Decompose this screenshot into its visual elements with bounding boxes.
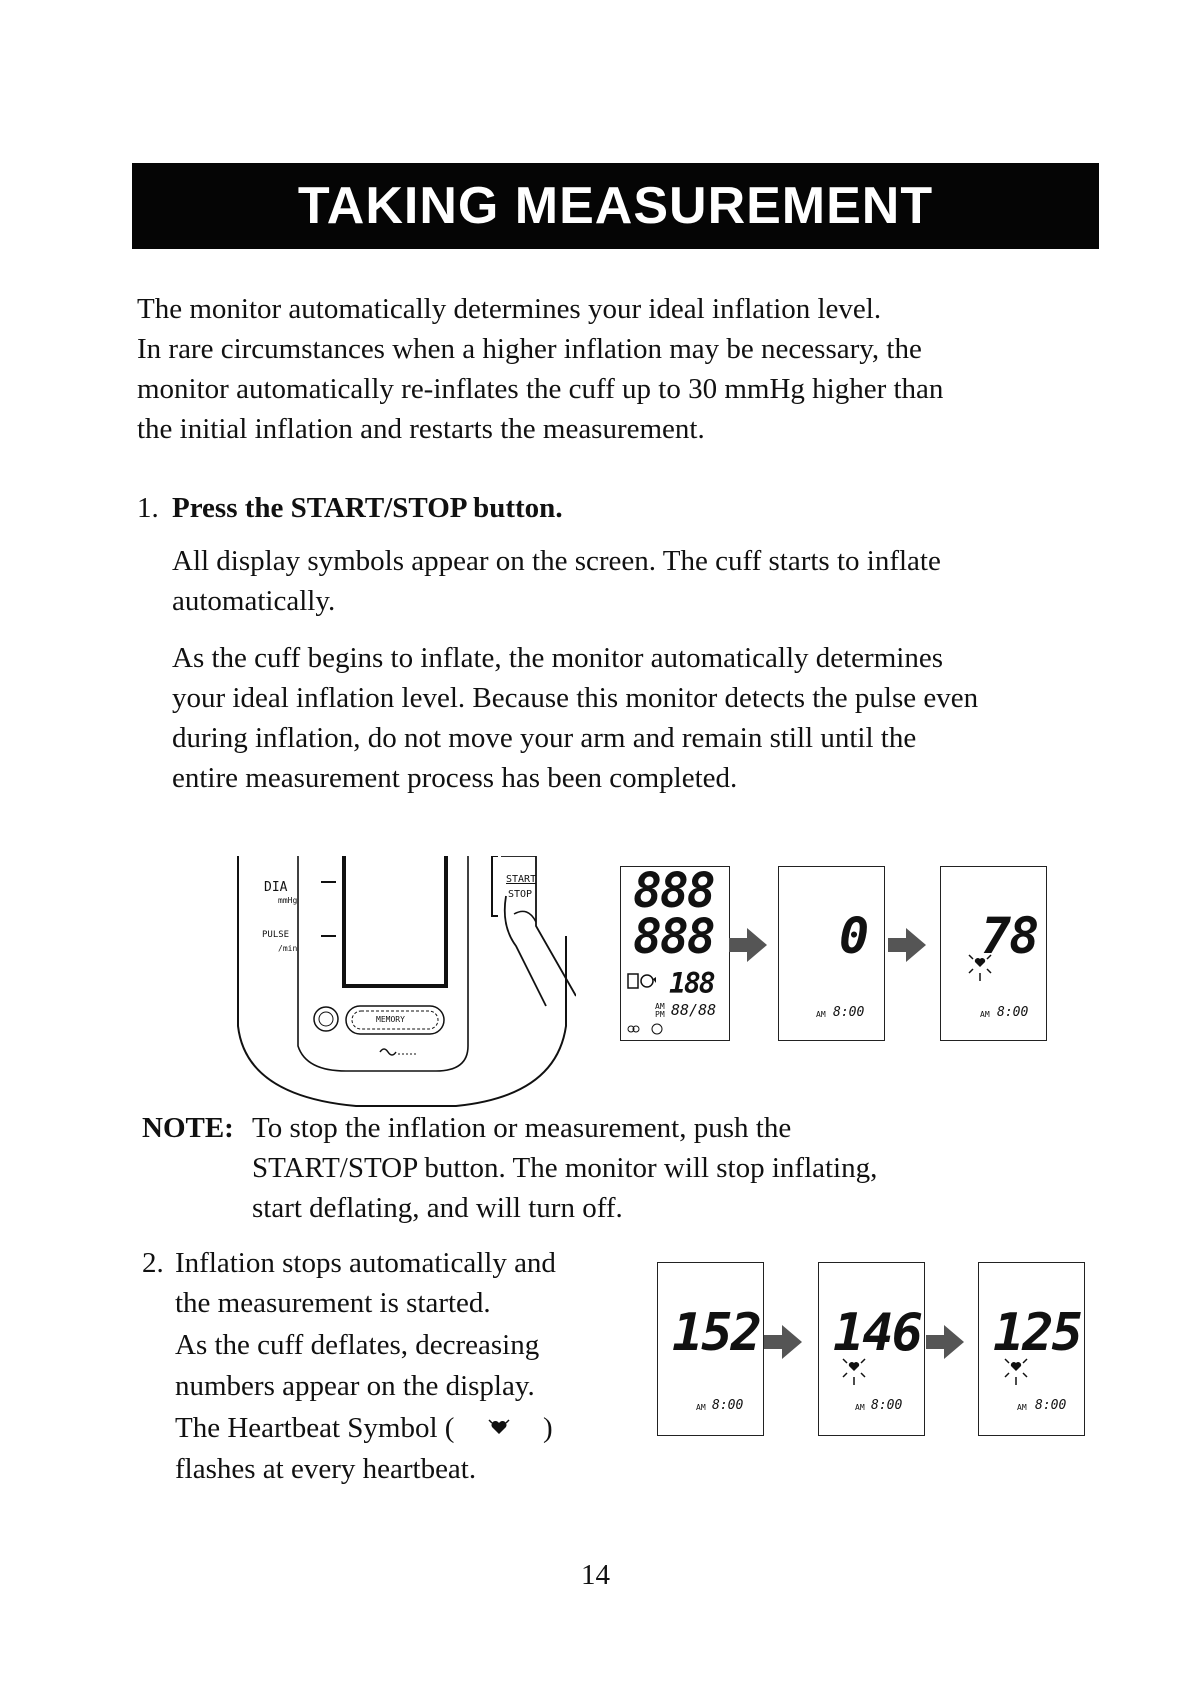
step1-text: your ideal inflation level. Because this… (172, 682, 979, 714)
intro-line: monitor automatically re-inflates the cu… (137, 373, 944, 405)
step2-text: The Heartbeat Symbol ( (175, 1412, 455, 1444)
stop-label: STOP (508, 889, 533, 900)
step1-text: All display symbols appear on the screen… (172, 545, 941, 577)
arrow-right-icon (764, 1325, 804, 1364)
per-min-label: /min (278, 944, 298, 953)
lcd-dia-digits: 888 (633, 909, 716, 965)
step2-text: numbers appear on the display. (175, 1370, 535, 1402)
lcd-am: AM (1017, 1403, 1027, 1412)
lcd-am: AM (855, 1403, 865, 1412)
step2-text: flashes at every heartbeat. (175, 1453, 477, 1485)
lcd-pulse-digits: 188 (669, 967, 716, 1000)
heartbeat-icon (1003, 1357, 1029, 1387)
step2-text: the measurement is started. (175, 1287, 491, 1319)
lcd-125: 125 AM 8:00 (978, 1262, 1085, 1436)
heartbeat-icon (841, 1357, 867, 1387)
step1-text: entire measurement process has been comp… (172, 762, 738, 794)
lcd-sys-digits: 888 (633, 863, 716, 919)
intro-line: The monitor automatically determines you… (137, 293, 882, 325)
lcd-all-symbols: 888 888 188 AM PM 88/88 (620, 863, 730, 1041)
lcd-am: AM (980, 1010, 990, 1019)
step2-text: ) (543, 1412, 553, 1444)
intro-line: the initial inflation and restarts the m… (137, 413, 705, 445)
lcd-146: 146 AM 8:00 (818, 1262, 925, 1436)
lcd-time: 8:00 (871, 1398, 903, 1413)
dia-label: DIA (264, 880, 288, 895)
step1-text: during inflation, do not move your arm a… (172, 722, 917, 754)
step1-number: 1. (137, 492, 159, 524)
monitor-outline-icon (237, 855, 577, 1107)
lcd-value: 125 (993, 1303, 1083, 1363)
step2-text: Inflation stops automatically and (175, 1247, 556, 1279)
note-label: NOTE: (142, 1112, 234, 1144)
lcd-152: 152 AM 8:00 (657, 1262, 764, 1436)
step2-number: 2. (142, 1247, 164, 1279)
lcd-zero: 0 AM 8:00 (778, 866, 885, 1041)
logo-icon (378, 1044, 418, 1060)
lcd-seventy-eight: 78 AM 8:00 (940, 866, 1047, 1041)
lcd-date: 88/88 (671, 1001, 717, 1019)
arrow-right-icon (888, 928, 928, 967)
lcd-bottom-icons (625, 1021, 665, 1037)
page-number: 14 (581, 1559, 610, 1591)
lcd-ampm: AM PM (655, 1002, 665, 1019)
step2-text: As the cuff deflates, decreasing (175, 1329, 540, 1361)
step1-text: automatically. (172, 585, 336, 617)
page-title: TAKING MEASUREMENT (132, 163, 1099, 249)
lcd-value: 0 (839, 907, 869, 965)
step1-text: As the cuff begins to inflate, the monit… (172, 642, 943, 674)
arrow-right-icon (729, 928, 769, 967)
lcd-am: AM (816, 1010, 826, 1019)
lcd-value: 152 (672, 1303, 762, 1363)
step1-heading: Press the START/STOP button. (172, 492, 563, 524)
note-line: To stop the inflation or measurement, pu… (252, 1112, 792, 1144)
lcd-time: 8:00 (833, 1005, 865, 1020)
monitor-illustration: DIA mmHg PULSE /min START STOP MEMORY (236, 855, 577, 1128)
pulse-label: PULSE (262, 930, 290, 940)
heartbeat-icon (967, 953, 993, 987)
lcd-time: 8:00 (712, 1398, 744, 1413)
mmhg-label: mmHg (278, 896, 298, 905)
lcd-time: 8:00 (997, 1005, 1029, 1020)
memory-label: MEMORY (376, 1015, 405, 1024)
arrow-right-icon (926, 1325, 966, 1364)
intro-line: In rare circumstances when a higher infl… (137, 333, 922, 365)
start-label: START (506, 874, 537, 885)
lcd-am: AM (696, 1403, 706, 1412)
lcd-value: 146 (833, 1303, 923, 1363)
lcd-time: 8:00 (1035, 1398, 1067, 1413)
lcd-symbols-icon (627, 971, 657, 991)
heartbeat-icon (487, 1416, 511, 1440)
note-line: start deflating, and will turn off. (252, 1192, 623, 1224)
note-line: START/STOP button. The monitor will stop… (252, 1152, 878, 1184)
